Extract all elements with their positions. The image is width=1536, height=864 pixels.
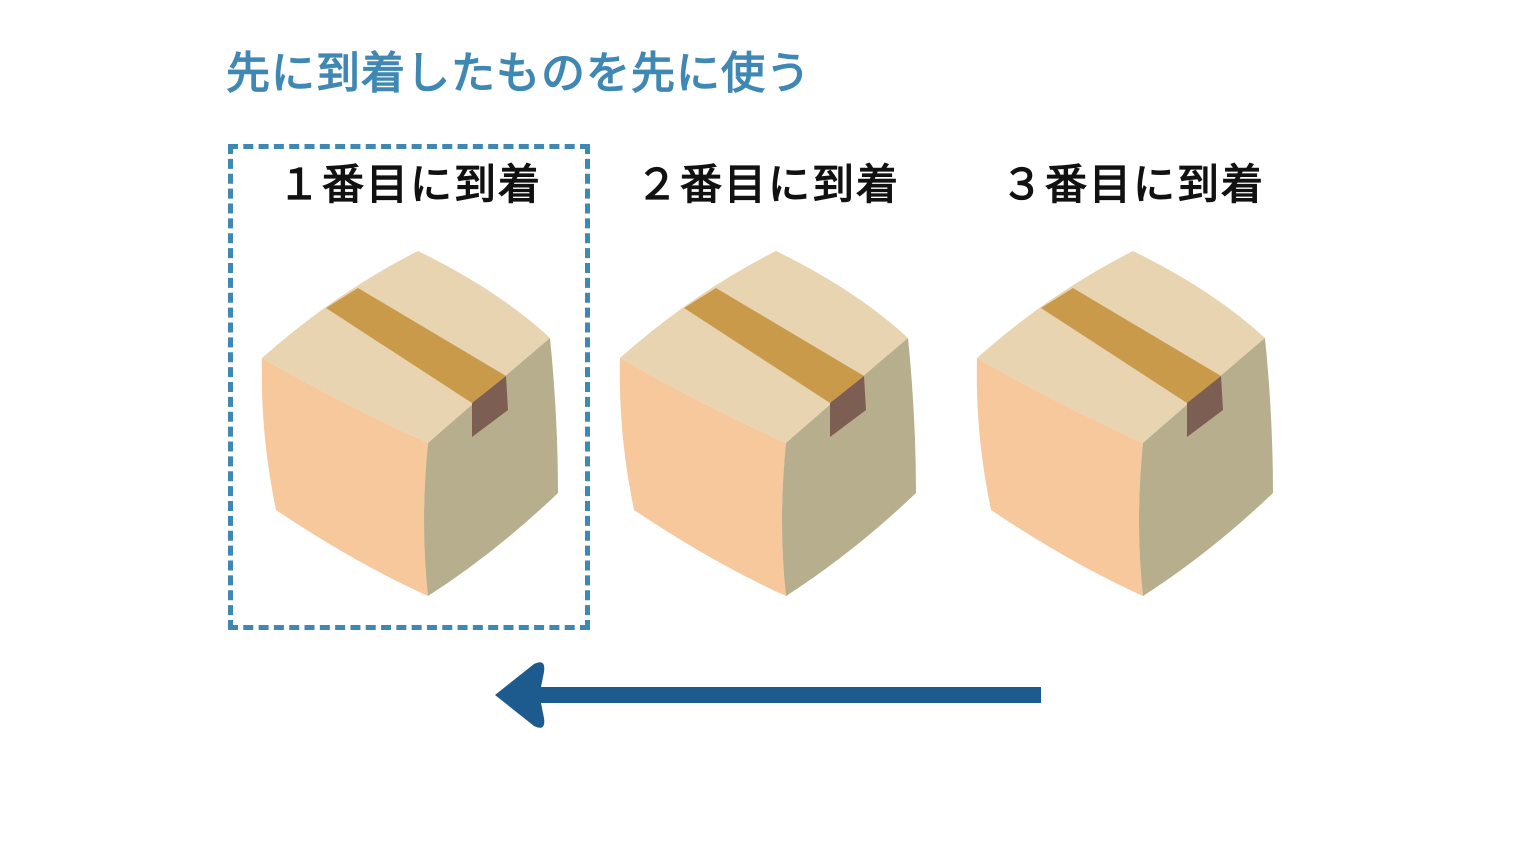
diagram-title: 先に到着したものを先に使う	[226, 48, 811, 99]
box-label-3: ３番目に到着	[1000, 160, 1265, 209]
cardboard-box-icon-1	[261, 251, 558, 596]
arrow-left-icon	[495, 662, 1041, 728]
box-label-2: ２番目に到着	[635, 160, 900, 209]
first-box-highlight-frame	[228, 144, 590, 630]
box-label-1: １番目に到着	[277, 160, 542, 209]
cardboard-box-icon-3	[976, 251, 1273, 596]
cardboard-box-icon-2	[619, 251, 916, 596]
